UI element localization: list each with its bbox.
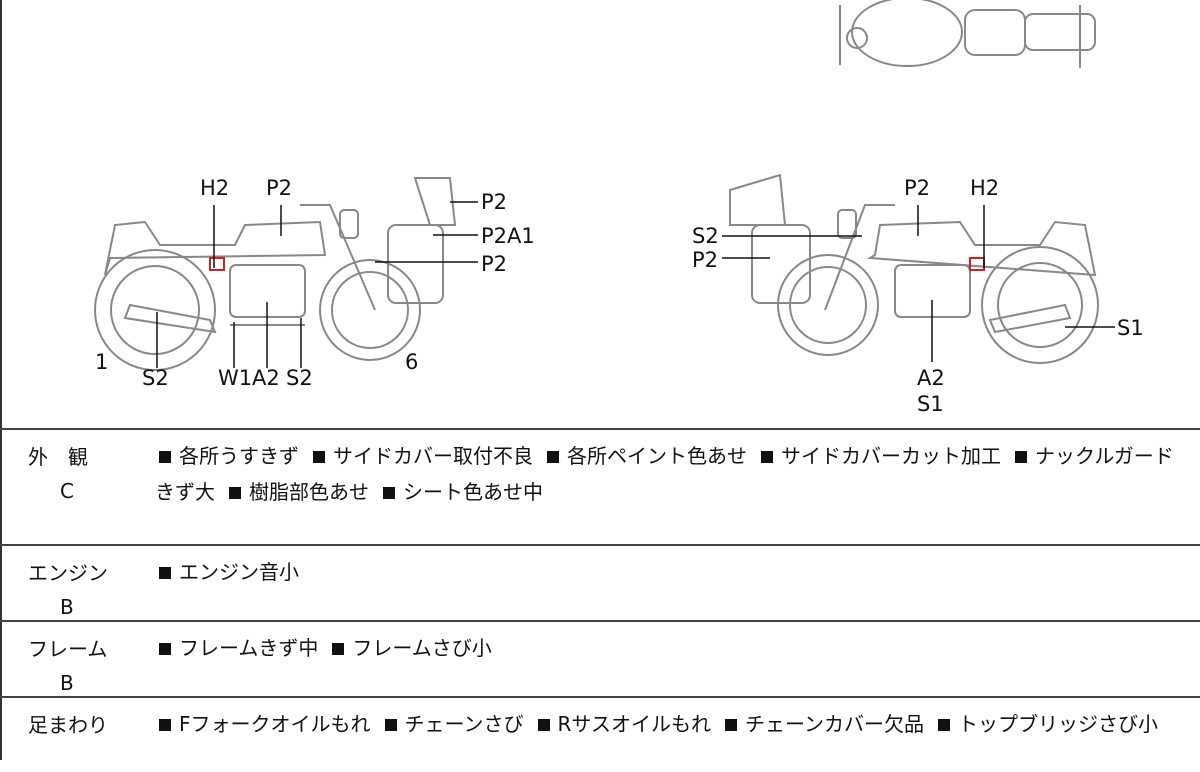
condition-item: サイドカバー取付不良 xyxy=(309,444,533,468)
section-name: フレーム xyxy=(28,637,108,661)
condition-item: チェーンさび xyxy=(381,712,524,736)
damage-label: S2 xyxy=(142,366,169,390)
bullet-square-icon xyxy=(383,486,395,499)
section-name: 外 観 xyxy=(28,445,88,469)
section-items: フレームきず中 フレームさび小 xyxy=(155,630,1180,666)
motorcycle-right-view xyxy=(729,173,1099,364)
condition-item: 各所ペイント色あせ xyxy=(543,444,747,468)
leader-lines xyxy=(156,201,1115,368)
condition-item: トップブリッジさび小 xyxy=(934,712,1158,736)
condition-item-text: 各所うすきず xyxy=(179,444,299,468)
section-grade: B xyxy=(60,595,74,619)
damage-label: P2A1 xyxy=(481,224,535,248)
condition-item-text: フレームさび小 xyxy=(352,636,492,660)
damage-label: S1 xyxy=(917,392,944,416)
condition-item: フレームきず中 xyxy=(155,636,318,660)
damage-label: P2 xyxy=(692,248,719,272)
bullet-square-icon xyxy=(313,450,325,463)
section-name: エンジン xyxy=(28,561,108,585)
condition-item-text: エンジン音小 xyxy=(179,560,299,584)
bullet-square-icon xyxy=(384,718,397,731)
section-items: Fフォークオイルもれ チェーンさび Rサスオイルもれ チェーンカバー欠品 トップブリッジ… xyxy=(155,706,1180,742)
condition-item: エンジン音小 xyxy=(155,560,299,584)
section-row-frame: フレーム B フレームきず中 フレームさび小 xyxy=(0,620,1200,696)
condition-item-text: トップブリッジさび小 xyxy=(958,712,1159,736)
bullet-square-icon xyxy=(159,566,171,579)
condition-item-text: サイドカバー取付不良 xyxy=(333,444,533,468)
condition-item-text: チェーンカバー欠品 xyxy=(745,712,925,736)
bullet-square-icon xyxy=(332,642,345,655)
damage-label: S2 xyxy=(286,366,313,390)
condition-item-text: サイドカバーカット加工 xyxy=(781,444,1001,468)
damage-diagram: H2 P2 P2 P2A1 P2 S2 W1 A2 S2 1 6 P2 H2 S… xyxy=(94,0,1144,416)
condition-item-text: 各所ペイント色あせ xyxy=(567,444,747,468)
condition-item-text: チェーンさび xyxy=(404,712,524,736)
section-grade: C xyxy=(60,479,74,503)
bullet-square-icon xyxy=(761,450,773,463)
condition-item-text: 樹脂部色あせ xyxy=(249,480,369,504)
bullet-square-icon xyxy=(547,450,559,463)
bullet-square-icon xyxy=(229,486,241,499)
section-name: 足まわり xyxy=(28,713,108,737)
bullet-square-icon xyxy=(159,718,171,731)
damage-label: P2 xyxy=(266,176,293,200)
condition-item: シート色あせ中 xyxy=(379,480,543,504)
condition-item-text: Rサスオイルもれ xyxy=(557,712,712,736)
condition-item: ナックルガードきず大 xyxy=(155,444,1174,504)
condition-item-text: Fフォークオイルもれ xyxy=(179,712,371,736)
section-row-engine: エンジン B エンジン音小 xyxy=(0,544,1200,620)
damage-label: H2 xyxy=(200,176,230,200)
wheel-number: 6 xyxy=(405,350,419,374)
section-items: エンジン音小 xyxy=(155,554,1180,590)
bullet-square-icon xyxy=(537,718,550,731)
condition-item: Rサスオイルもれ xyxy=(534,712,712,736)
motorcycle-drawings xyxy=(94,0,1115,371)
bullet-square-icon xyxy=(1015,450,1027,463)
damage-label: A2 xyxy=(252,366,280,390)
condition-item: チェーンカバー欠品 xyxy=(721,712,924,736)
damage-label: A2 xyxy=(917,366,945,390)
damage-label: P2 xyxy=(481,252,508,276)
condition-item-text: シート色あせ中 xyxy=(403,480,543,504)
damage-label: S2 xyxy=(692,224,719,248)
motorcycle-top-view xyxy=(839,0,1096,68)
motorcycle-left-view xyxy=(94,177,457,371)
bullet-square-icon xyxy=(159,450,171,463)
condition-table: 外 観 C 各所うすきず サイドカバー取付不良 各所ペイント色あせ サイドカバーカット加… xyxy=(0,428,1200,772)
condition-item: 各所うすきず xyxy=(155,444,299,468)
damage-label: P2 xyxy=(481,190,508,214)
condition-item: 樹脂部色あせ xyxy=(225,480,369,504)
damage-label: W1 xyxy=(218,366,253,390)
bullet-square-icon xyxy=(725,718,738,731)
section-items: 各所うすきず サイドカバー取付不良 各所ペイント色あせ サイドカバーカット加工ナックル… xyxy=(155,438,1180,510)
condition-item-text: フレームきず中 xyxy=(179,636,319,660)
condition-item: サイドカバーカット加工 xyxy=(757,444,1001,468)
condition-item: Fフォークオイルもれ xyxy=(155,712,371,736)
condition-item: フレームさび小 xyxy=(328,636,492,660)
damage-label: P2 xyxy=(904,176,931,200)
section-row-suspension: 足まわり Fフォークオイルもれ チェーンさび Rサスオイルもれ チェーンカバー欠品 トッ… xyxy=(0,696,1200,772)
wheel-number: 1 xyxy=(95,350,109,374)
section-row-exterior: 外 観 C 各所うすきず サイドカバー取付不良 各所ペイント色あせ サイドカバーカット加… xyxy=(0,428,1200,544)
damage-label: H2 xyxy=(970,176,1000,200)
bullet-square-icon xyxy=(159,642,171,655)
section-grade: B xyxy=(60,671,74,695)
damage-label: S1 xyxy=(1117,316,1144,340)
condition-item-text: ナックルガードきず大 xyxy=(155,444,1174,504)
bullet-square-icon xyxy=(938,718,951,731)
